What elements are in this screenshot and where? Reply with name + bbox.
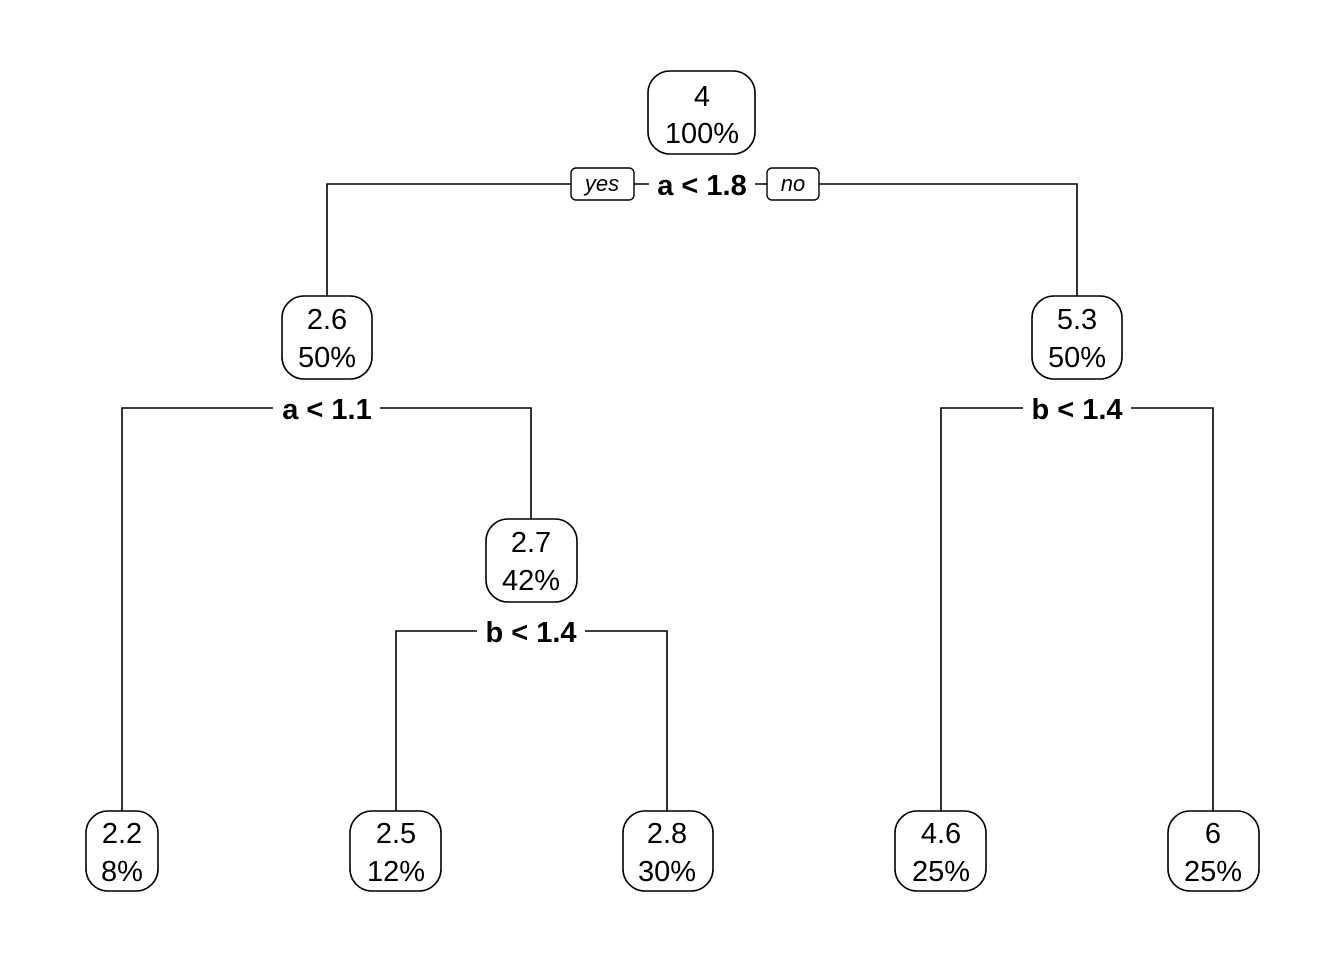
tree-node-left: 2.6 50% [281, 295, 373, 380]
node-percent: 12% [367, 856, 425, 888]
node-percent: 42% [502, 565, 560, 597]
tree-leaf-2: 2.5 12% [349, 810, 442, 892]
node-value: 2.7 [511, 527, 551, 559]
svg-text:yes: yes [583, 171, 619, 196]
split-label: a < 1.8 [657, 170, 747, 202]
node-percent: 30% [638, 856, 696, 888]
tree-edges [121, 183, 1214, 815]
tree-leaf-3: 2.8 30% [622, 810, 714, 892]
node-value: 6 [1205, 818, 1221, 850]
node-value: 4 [694, 81, 710, 113]
edge-left [121, 407, 532, 815]
tree-node-mid: 2.7 42% [485, 518, 578, 603]
node-percent: 50% [1048, 342, 1106, 374]
edge-right [940, 407, 1214, 815]
tree-node-right: 5.3 50% [1031, 295, 1123, 380]
node-percent: 100% [665, 118, 739, 150]
split-b-lt-1-4-right: b < 1.4 [1023, 392, 1131, 426]
tree-leaf-5: 6 25% [1167, 810, 1260, 892]
split-label: b < 1.4 [1031, 394, 1122, 426]
node-value: 4.6 [921, 818, 961, 850]
node-percent: 25% [912, 856, 970, 888]
split-label: b < 1.4 [485, 617, 576, 649]
svg-text:no: no [781, 171, 805, 196]
node-value: 2.5 [376, 818, 416, 850]
node-value: 2.2 [102, 818, 142, 850]
split-a-lt-1-1: a < 1.1 [273, 392, 380, 426]
node-value: 2.6 [307, 304, 347, 336]
split-b-lt-1-4-mid: b < 1.4 [477, 615, 585, 649]
tree-leaf-4: 4.6 25% [894, 810, 987, 892]
node-value: 5.3 [1057, 304, 1097, 336]
split-label: a < 1.1 [282, 394, 372, 426]
tree-leaf-1: 2.2 8% [85, 810, 159, 892]
node-value: 2.8 [647, 818, 687, 850]
tree-node-root: 4 100% [647, 70, 756, 155]
split-a-lt-1-8: a < 1.8 [649, 168, 755, 202]
node-percent: 8% [101, 856, 143, 888]
node-percent: 25% [1184, 856, 1242, 888]
branch-label-yes: yes [570, 167, 635, 201]
node-percent: 50% [298, 342, 356, 374]
edge-mid [395, 630, 668, 815]
branch-label-no: no [766, 167, 820, 201]
